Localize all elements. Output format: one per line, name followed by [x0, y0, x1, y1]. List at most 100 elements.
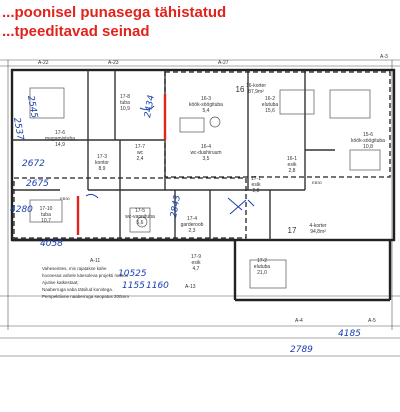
svg-text:wc: wc [137, 150, 144, 156]
svg-text:esik: esik [288, 162, 297, 168]
hw-measure: 4185 [338, 329, 361, 339]
room-17: 17 [288, 226, 297, 235]
axis-label-bottom: A-5 [368, 318, 376, 324]
svg-text:17-10: 17-10 [40, 206, 53, 212]
axis-label-top: A-3 [380, 54, 388, 60]
svg-text:tuba: tuba [41, 212, 51, 218]
svg-text:4-korter: 4-korter [309, 223, 327, 229]
svg-text:17-8: 17-8 [120, 94, 130, 100]
svg-text:15-6: 15-6 [363, 132, 373, 138]
svg-text:17-5: 17-5 [135, 208, 145, 214]
svg-text:17-7: 17-7 [135, 144, 145, 150]
svg-text:17: 17 [288, 226, 297, 235]
axis-label-top: A-22 [38, 60, 49, 66]
svg-text:14,9: 14,9 [55, 142, 65, 148]
svg-text:16-2: 16-2 [265, 96, 275, 102]
room-16: 16 [236, 85, 245, 94]
svg-text:10,7: 10,7 [41, 218, 51, 224]
hw-measure: 2789 [290, 345, 313, 355]
svg-text:10,8: 10,8 [363, 144, 373, 150]
svg-text:tuba: tuba [120, 100, 130, 106]
axis-label-bottom: A-11 [90, 258, 100, 264]
svg-text:magamistuba: magamistuba [45, 136, 75, 142]
axis-label-bottom: A-13 [185, 284, 196, 290]
svg-text:15,6: 15,6 [265, 108, 275, 114]
hw-measure: 2434 [143, 94, 157, 119]
hw-measure: 10525 [118, 269, 147, 279]
svg-text:garderoob: garderoob [181, 222, 204, 228]
svg-text:17-1: 17-1 [251, 176, 261, 182]
svg-text:5,6: 5,6 [137, 220, 144, 226]
hw-measure: 2545 [25, 95, 39, 120]
title-line-1: ...poonisel punasega tähistatud [2, 4, 227, 21]
svg-text:3,5: 3,5 [203, 156, 210, 162]
svg-text:esik: esik [252, 182, 261, 188]
grid-lines [0, 59, 400, 357]
svg-text:17-6: 17-6 [55, 130, 65, 136]
svg-text:4,7: 4,7 [193, 266, 200, 272]
small-label: EB30 [312, 180, 323, 185]
svg-text:2,4: 2,4 [137, 156, 144, 162]
svg-text:16-4: 16-4 [201, 144, 211, 150]
svg-text:17-2: 17-2 [257, 258, 267, 264]
svg-text:16-1: 16-1 [287, 156, 297, 162]
hw-measure: 2843 [169, 194, 183, 219]
hw-measure: 1155 [122, 281, 145, 291]
svg-text:elutuba: elutuba [262, 102, 279, 108]
svg-text:16-3: 16-3 [201, 96, 211, 102]
axis-label-bottom: A-4 [295, 318, 303, 324]
outer-walls [10, 68, 396, 302]
svg-text:16: 16 [236, 85, 245, 94]
svg-text:21,0: 21,0 [257, 270, 267, 276]
svg-text:wc-vannituba: wc-vannituba [125, 214, 155, 220]
handwritten-annotations: 2537 2545 2672 2675 4280 4058 2843 2434 … [10, 94, 361, 355]
svg-text:5,4: 5,4 [203, 108, 210, 114]
svg-text:köök-söögituba: köök-söögituba [351, 138, 385, 144]
svg-text:17-9: 17-9 [191, 254, 201, 260]
svg-text:17-3: 17-3 [97, 154, 107, 160]
title-line-2: ...tpeeditavad seinad [2, 23, 150, 40]
axis-label-top: A-27 [218, 60, 229, 66]
hw-measure: 1160 [146, 281, 169, 291]
svg-text:94,8m²: 94,8m² [310, 229, 326, 235]
hw-measure: 2675 [26, 179, 49, 189]
note-line: Naaberruga vaba tätsilud korvitega. [42, 287, 113, 292]
svg-text:elutuba: elutuba [254, 264, 271, 270]
small-label: EB30 [60, 196, 71, 201]
svg-text:17-4: 17-4 [187, 216, 197, 222]
svg-text:87,9m²: 87,9m² [248, 89, 264, 95]
svg-text:wc-dushiruum: wc-dushiruum [190, 150, 221, 156]
apartment-borders [13, 71, 391, 239]
hw-measure: 2537 [11, 117, 25, 142]
svg-text:2,8: 2,8 [289, 168, 296, 174]
svg-text:2,8: 2,8 [253, 188, 260, 194]
note-line: Perspektiivne naaberruga seopatus 200mm [42, 294, 129, 299]
svg-text:16-korter: 16-korter [246, 83, 266, 89]
hw-measure: 4058 [40, 239, 63, 249]
handwritten-marks [85, 105, 255, 215]
svg-text:köök-söögituba: köök-söögituba [189, 102, 223, 108]
hw-measure: 2672 [22, 159, 45, 169]
furniture [29, 87, 381, 289]
svg-text:esik: esik [192, 260, 201, 266]
svg-text:kontor: kontor [95, 160, 109, 166]
svg-text:10,9: 10,9 [120, 106, 130, 112]
